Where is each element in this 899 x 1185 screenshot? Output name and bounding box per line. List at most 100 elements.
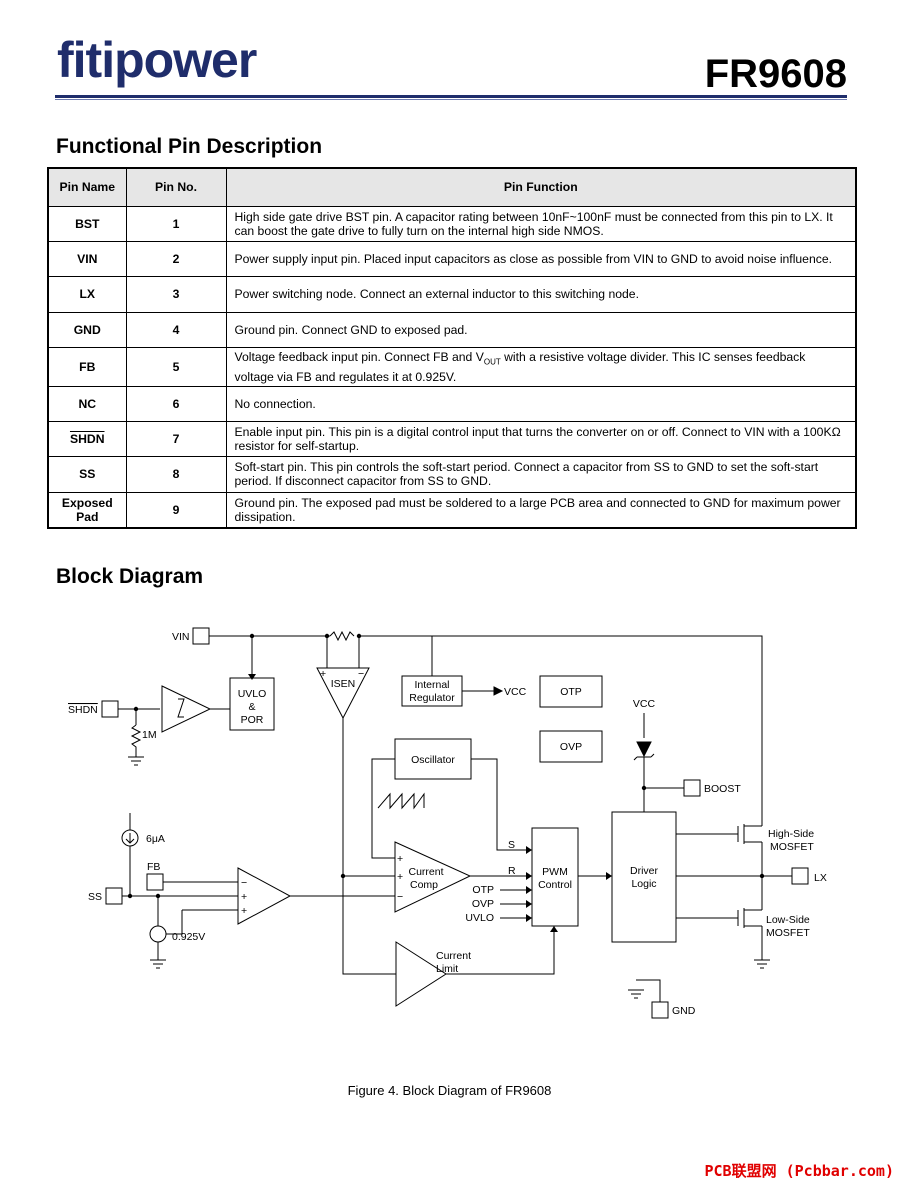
pin-function: Ground pin. Connect GND to exposed pad.: [225, 311, 857, 349]
header-pin-no: Pin No.: [125, 167, 227, 207]
boost-label: BOOST: [704, 783, 741, 795]
oscillator-set-wire: [471, 758, 532, 851]
comp-plus-1: +: [397, 853, 403, 865]
regulator-label-2: Regulator: [409, 692, 455, 704]
pin-function: Ground pin. The exposed pad must be sold…: [225, 491, 857, 529]
pin-table: Pin Name Pin No. Pin Function BST 1 High…: [47, 167, 857, 529]
gnd-symbol: [628, 989, 644, 999]
uvlo-amp-label: &: [248, 701, 255, 713]
part-number: FR9608: [704, 52, 847, 96]
pin-description-heading: Functional Pin Description: [56, 135, 323, 158]
table-row: GND 4 Ground pin. Connect GND to exposed…: [47, 311, 857, 349]
current-limit-wire: [446, 926, 555, 975]
current-comparator: [394, 841, 472, 913]
pwm-label-1: PWM: [542, 866, 568, 878]
pin-number: 3: [125, 276, 227, 313]
set-label: S: [508, 839, 515, 851]
gate-drive-wires: [676, 833, 738, 919]
comp-plus-2: +: [397, 871, 403, 883]
pin-name: VIN: [47, 240, 127, 278]
low-side-mosfet: [737, 876, 763, 960]
vref-source: [149, 925, 167, 943]
current-limit-label-2: Limit: [436, 963, 458, 975]
pin-table-header: Pin Name Pin No. Pin Function: [47, 167, 857, 207]
pin-number: 5: [125, 347, 227, 387]
table-row: LX 3 Power switching node. Connect an ex…: [47, 276, 857, 313]
pin-number: 6: [125, 385, 227, 422]
table-row: Exposed Pad 9 Ground pin. The exposed pa…: [47, 491, 857, 529]
resistor-1m-label: 1M: [142, 729, 157, 741]
boost-diode: [636, 741, 652, 758]
otp-block: [539, 675, 603, 708]
low-side-label-1: Low-Side: [766, 914, 810, 926]
gnd-wire: [636, 979, 661, 1002]
table-row: SS 8 Soft-start pin. This pin controls t…: [47, 456, 857, 493]
block-diagram-heading: Block Diagram: [56, 565, 204, 588]
brand-logo-text: fitipower: [57, 32, 257, 88]
comp-label-2: Comp: [410, 879, 438, 891]
gnd-pin-box: [651, 1001, 669, 1019]
pin-name: NC: [47, 385, 127, 422]
shdn-pin-box: [101, 700, 119, 718]
comp-label-1: Current: [408, 866, 443, 878]
pin-number: 8: [125, 456, 227, 493]
uvlo-input-label: UVLO: [465, 912, 494, 924]
table-row: SHDN 7 Enable input pin. This pin is a d…: [47, 420, 857, 458]
pin-function: Enable input pin. This pin is a digital …: [225, 420, 857, 458]
driver-label-1: Driver: [630, 865, 659, 877]
regulator-label-1: Internal: [414, 679, 449, 691]
pin-name: LX: [47, 276, 127, 313]
reset-label: R: [508, 865, 516, 877]
header-rule: [55, 95, 847, 98]
fb-label: FB: [147, 861, 160, 873]
figure-caption: Figure 4. Block Diagram of FR9608: [347, 1083, 552, 1098]
ss-pin-box: [105, 887, 123, 905]
vcc-diode-label: VCC: [633, 698, 656, 710]
pin-number: 1: [125, 205, 227, 242]
pin-name: Exposed Pad: [47, 491, 127, 529]
current-limit-amplifier: [395, 941, 447, 1007]
table-row: NC 6 No connection.: [47, 385, 857, 422]
isen-output-wire: [342, 718, 396, 975]
schmitt-symbol: [177, 698, 185, 718]
high-side-label-1: High-Side: [768, 828, 814, 840]
ovp-input-label: OVP: [472, 898, 494, 910]
pin-name: SHDN: [47, 420, 127, 458]
pin-name: SS: [47, 456, 127, 493]
pin-function: High side gate drive BST pin. A capacito…: [225, 205, 857, 242]
table-row: FB 5 Voltage feedback input pin. Connect…: [47, 347, 857, 387]
pin-function: Power supply input pin. Placed input cap…: [225, 240, 857, 278]
vref-link-wire: [166, 910, 183, 935]
current-source-arrow: [125, 833, 135, 844]
vout-subscript: OUT: [483, 357, 501, 367]
pin-number: 7: [125, 420, 227, 458]
isen-minus: −: [358, 668, 364, 680]
current-source-label: 6μA: [146, 833, 165, 845]
pwm-label-2: Control: [538, 879, 572, 891]
vcc-arrow: [493, 686, 504, 696]
pin-number: 9: [125, 491, 227, 529]
isen-label: ISEN: [331, 678, 356, 690]
otp-input-label: OTP: [472, 884, 494, 896]
por-label: POR: [241, 714, 264, 726]
pin-function: No connection.: [225, 385, 857, 422]
fb-function-part1: Voltage feedback input pin. Connect FB a…: [234, 350, 484, 365]
footer-watermark: PCB联盟网 (Pcbbar.com): [704, 1162, 895, 1180]
brand-logo: fitipower: [57, 30, 282, 90]
vref-ground: [150, 942, 166, 969]
table-row: BST 1 High side gate drive BST pin. A ca…: [47, 205, 857, 242]
header-pin-function: Pin Function: [225, 167, 857, 207]
sense-resistor: [329, 630, 355, 642]
boost-pin-box: [683, 779, 701, 797]
isen-plus: +: [320, 668, 326, 680]
high-side-mosfet: [737, 824, 763, 876]
fb-function-part2: with a resistive voltage divider. This I…: [234, 350, 806, 384]
table-row: VIN 2 Power supply input pin. Placed inp…: [47, 240, 857, 278]
shdn-overline-name: SHDN: [69, 432, 105, 447]
comp-minus: −: [397, 891, 403, 903]
vin-label: VIN: [172, 631, 190, 643]
oscillator-label: Oscillator: [411, 754, 455, 766]
vref-label: 0.925V: [172, 931, 205, 943]
shdn-label: SHDN: [68, 704, 98, 716]
low-side-label-2: MOSFET: [766, 927, 810, 939]
